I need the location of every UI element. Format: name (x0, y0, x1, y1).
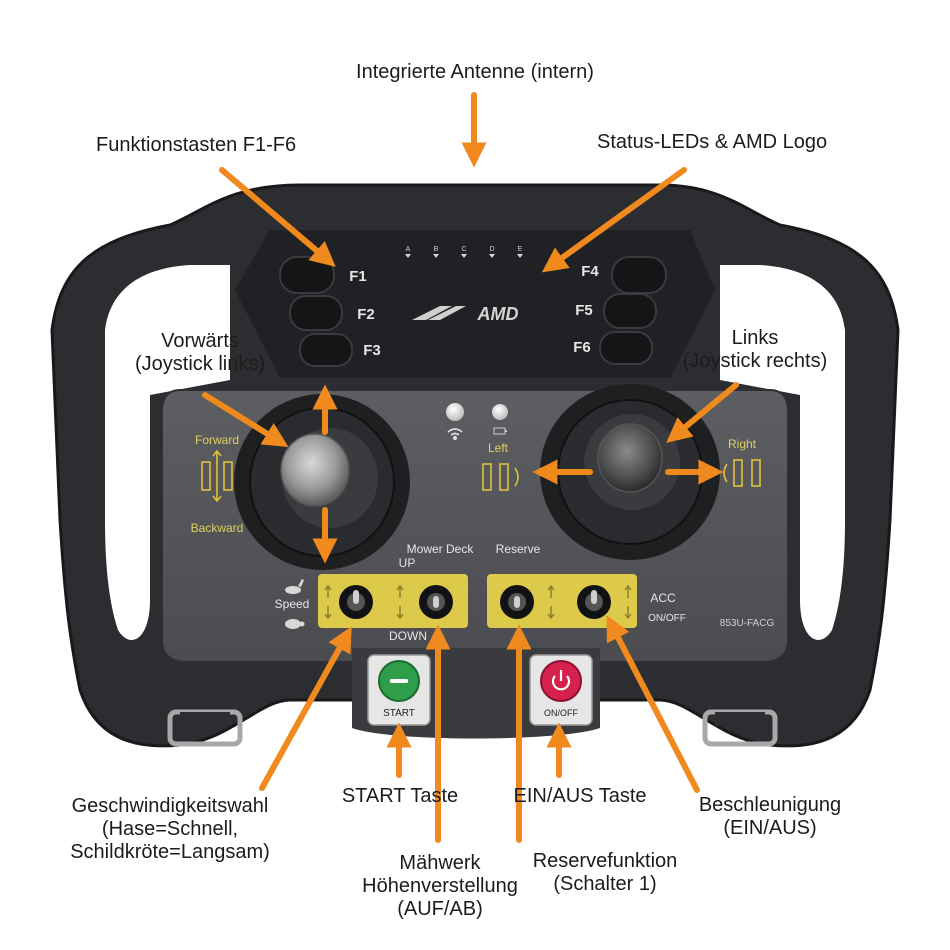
svg-text:E: E (518, 246, 523, 253)
wifi-icon (447, 428, 463, 441)
svg-text:AMD: AMD (477, 304, 519, 324)
f6-label: F6 (573, 339, 591, 356)
f5-label: F5 (575, 302, 593, 319)
display-shell (235, 230, 715, 378)
rabbit-icon (285, 579, 304, 594)
f1-label: F1 (349, 268, 367, 285)
onoff-key-callout: EIN/AUS Taste (513, 785, 647, 807)
mower-callout-line: (AUF/AB) (397, 898, 483, 920)
model-label: 853U-FACG (720, 618, 775, 629)
svg-text:B: B (434, 246, 439, 253)
speed-callout-line: (Hase=Schnell, (101, 818, 239, 840)
backward-label: Backward (191, 521, 244, 535)
reserve-callout: Reservefunktion (Schalter 1) (500, 850, 710, 896)
mower-deck-toggle-switch[interactable] (419, 585, 453, 619)
indicator-led (446, 403, 464, 421)
power-icon (551, 670, 571, 691)
amd-logo: AMD (412, 304, 519, 324)
acc-onoff-label: ON/OFF (648, 613, 686, 624)
speed-callout-line: Geschwindigkeitswahl (71, 795, 269, 817)
handle-grip-right (720, 265, 845, 640)
f3-label: F3 (363, 342, 381, 359)
f3-key[interactable] (299, 333, 353, 367)
f2-label: F2 (357, 306, 375, 323)
acc-callout-line: Beschleunigung (698, 794, 842, 816)
f5-key[interactable] (603, 293, 657, 329)
forward-callout-line: Vorwärts (161, 330, 239, 352)
speed-callout-line: Schildkröte=Langsam) (70, 841, 270, 863)
left-turn-callout-line: Links (731, 327, 779, 349)
speed-callout: Geschwindigkeitswahl (Hase=Schnell, Schi… (40, 795, 300, 864)
arrow-speed (259, 626, 352, 791)
svg-text:D: D (489, 246, 494, 253)
left-label: Left (488, 441, 509, 455)
indicator-led (492, 404, 508, 420)
battery-icon (493, 427, 507, 435)
arrow-acc (606, 615, 700, 793)
status-led: C (461, 246, 467, 258)
arrow-function-keys (219, 167, 336, 267)
right-label: Right (728, 437, 757, 451)
reserve-label: Reserve (496, 542, 541, 556)
f4-key[interactable] (611, 256, 667, 294)
acc-toggle-switch[interactable] (577, 585, 611, 619)
status-leds-callout: Status-LEDs & AMD Logo (597, 131, 828, 153)
onoff-button[interactable]: ON/OFF (529, 654, 593, 726)
speed-toggle-switch[interactable] (339, 585, 373, 619)
handle-grip-left (105, 265, 230, 640)
acc-callout-line: (EIN/AUS) (723, 817, 817, 839)
turtle-icon (285, 619, 305, 629)
status-led: E (517, 246, 523, 258)
mower-deck-label: Mower Deck (407, 542, 475, 556)
forward-callout: Vorwärts (Joystick links) (100, 330, 300, 376)
status-leds: A B C D E (405, 246, 523, 258)
left-turn-icon (482, 463, 519, 491)
lanyard-loop-left (167, 709, 243, 747)
down-label: DOWN (389, 629, 427, 643)
left-turn-callout-line: (Joystick rechts) (682, 350, 828, 372)
reserve-callout-line: Reservefunktion (532, 850, 678, 872)
mower-callout-line: Mähwerk (399, 852, 481, 874)
left-turn-callout: Links (Joystick rechts) (655, 327, 855, 373)
forward-backward-icon (201, 449, 233, 503)
forward-callout-line: (Joystick links) (134, 353, 265, 375)
right-turn-icon (723, 459, 761, 487)
mower-callout: Mähwerk Höhenverstellung (AUF/AB) (310, 852, 570, 921)
antenna-callout: Integrierte Antenne (intern) (356, 61, 594, 83)
svg-text:A: A (406, 246, 411, 253)
up-label: UP (399, 556, 416, 570)
function-keys-callout: Funktionstasten F1-F6 (96, 134, 297, 156)
svg-text:C: C (461, 246, 466, 253)
callout-arrows (202, 92, 739, 843)
mower-callout-line: Höhenverstellung (362, 875, 518, 897)
arrow-status-leds (541, 167, 687, 273)
status-led: B (433, 246, 439, 258)
status-led: A (405, 246, 411, 258)
f4-label: F4 (581, 263, 599, 280)
f6-key[interactable] (599, 331, 653, 365)
status-led: D (489, 246, 495, 258)
start-button[interactable]: START (367, 654, 431, 726)
acc-callout: Beschleunigung (EIN/AUS) (665, 794, 875, 840)
svg-text:ON/OFF: ON/OFF (544, 708, 578, 718)
lanyard-loop-right (702, 709, 778, 747)
start-key-callout: START Taste (341, 785, 459, 807)
speed-label: Speed (275, 597, 310, 611)
acc-label: ACC (650, 591, 676, 605)
controller-body (50, 183, 900, 748)
svg-text:START: START (383, 708, 415, 719)
arrow-joystick-right (666, 382, 739, 443)
f2-key[interactable] (289, 295, 343, 331)
reserve-callout-line: (Schalter 1) (553, 873, 657, 895)
arrow-forward (202, 392, 289, 447)
reserve-toggle-switch[interactable] (500, 585, 534, 619)
forward-label: Forward (195, 433, 239, 447)
